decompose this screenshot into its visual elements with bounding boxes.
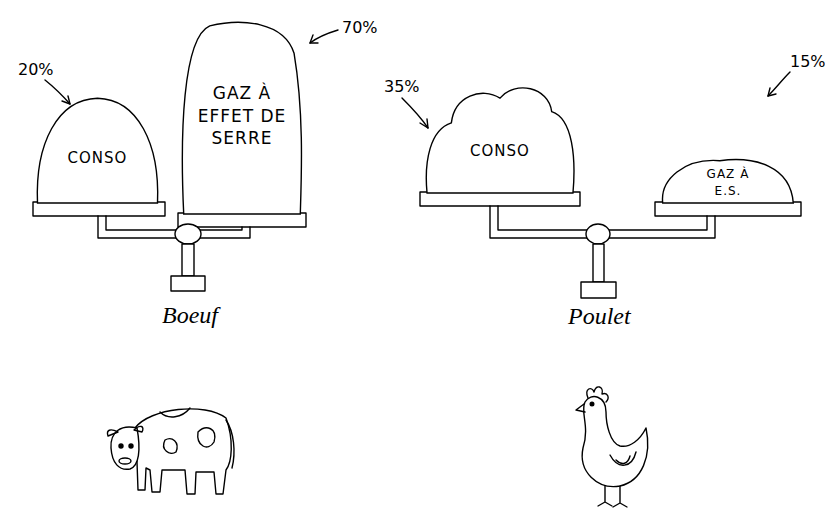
blob-shape <box>426 88 574 193</box>
blob-text: GAZ À E.S. <box>698 166 758 198</box>
blob-shape <box>37 98 157 203</box>
percent-label: 35% <box>384 77 420 96</box>
animal-name: Boeuf <box>162 302 218 329</box>
beef-balance <box>33 202 306 291</box>
animal-name: Poulet <box>568 303 631 330</box>
leader-arrows <box>45 30 790 128</box>
blob-text: CONSO <box>68 148 128 168</box>
blob-content: CONSO <box>424 80 576 193</box>
blob-shape <box>663 160 794 203</box>
weight-blob: CONSO <box>35 95 160 203</box>
percent-label: 20% <box>18 60 54 79</box>
blob-content: GAZ À E.S. <box>660 156 796 203</box>
percent-label: 15% <box>790 52 825 71</box>
weight-blob: GAZ À EFFET DE SERRE <box>180 18 304 214</box>
weight-blob: GAZ À E.S. <box>660 156 796 203</box>
blob-outline <box>424 80 576 193</box>
cow-illustration <box>107 408 234 494</box>
percent-label: 70% <box>342 18 378 37</box>
chicken-balance <box>420 192 801 298</box>
chicken-illustration <box>576 387 648 507</box>
weight-blob: CONSO <box>424 80 576 193</box>
blob-text: CONSO <box>470 141 530 161</box>
blob-content: CONSO <box>35 95 160 203</box>
blob-shape <box>182 22 301 214</box>
blob-content: GAZ À EFFET DE SERRE <box>180 18 304 214</box>
blob-text: GAZ À EFFET DE SERRE <box>194 82 290 151</box>
